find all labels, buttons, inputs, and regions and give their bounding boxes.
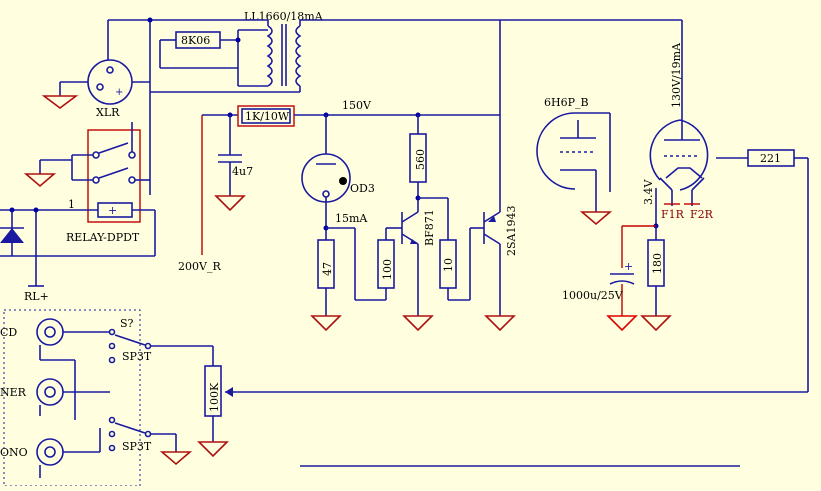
- resistor-100-label: 100: [381, 259, 394, 280]
- voltage-150v: 150V: [342, 99, 372, 112]
- switch-sp3t-label-1: SP3T: [122, 350, 152, 363]
- input-jack-tuner: NER: [0, 378, 64, 406]
- 2sa1943-label: 2SA1943: [505, 206, 518, 256]
- ground-symbol: [41, 95, 79, 109]
- resistor-221-label: 221: [760, 152, 781, 165]
- pot-label: 100K: [208, 382, 221, 412]
- ground-symbol: [159, 451, 193, 466]
- ground-symbol: [23, 173, 57, 188]
- diode: [0, 210, 24, 256]
- resistor-8k06-label: 8K06: [181, 34, 210, 47]
- f1r-label: F1R: [661, 208, 685, 221]
- voltage-200v-label: 200V_R: [178, 260, 221, 273]
- ground-symbol: [484, 315, 516, 332]
- output-tube: [649, 20, 709, 191]
- resistor-1k-label: 1K/10W: [245, 110, 290, 123]
- ground-symbol: [606, 315, 638, 332]
- ground-symbol: [640, 315, 672, 332]
- ground-symbol: [214, 195, 246, 212]
- f2r-label: F2R: [690, 208, 714, 221]
- bf871-label: BF871: [423, 209, 436, 246]
- voltage-130v-label: 130V/19mA: [670, 42, 683, 108]
- xlr-connector: + XLR: [87, 59, 133, 119]
- relay-box: [87, 129, 141, 223]
- resistor-180-label: 180: [651, 253, 664, 274]
- input-tuner-label: NER: [0, 386, 27, 399]
- switch-sp3t-label-2: SP3T: [122, 440, 152, 453]
- resistor-560-label: 560: [414, 149, 427, 170]
- 2sa1943-transistor: 2SA1943: [483, 206, 518, 256]
- transformer: LL1660/18mA: [244, 10, 324, 87]
- input-jack-phono: ONO: [0, 438, 64, 466]
- resistor-47-label: 47: [321, 262, 334, 276]
- relay-label: RELAY-DPDT: [66, 231, 140, 244]
- transformer-label: LL1660/18mA: [244, 10, 324, 23]
- rl-plus-label: RL+: [24, 290, 49, 303]
- ground-symbol: [310, 315, 342, 332]
- current-15ma: 15mA: [335, 212, 368, 225]
- ground-symbol: [402, 315, 434, 332]
- svg-text:+: +: [108, 204, 117, 217]
- resistor-10-label: 10: [442, 258, 455, 272]
- input-jack-cd: CD: [0, 318, 64, 346]
- tube-6h6p-label: 6H6P_B: [544, 96, 589, 109]
- od3-tube: OD3: [301, 115, 375, 240]
- switch-s-label: S?: [120, 317, 134, 330]
- cap-1000u-label: 1000u/25V: [562, 289, 624, 302]
- svg-text:+: +: [115, 87, 123, 98]
- input-cd-label: CD: [0, 326, 17, 339]
- ground-symbol: [197, 441, 229, 458]
- xlr-label: XLR: [96, 106, 120, 119]
- ground-symbol: [579, 211, 613, 226]
- resistor-1k-10w: [237, 105, 295, 127]
- tube-6h6p-b: [536, 112, 611, 200]
- input-phono-label: ONO: [0, 446, 28, 459]
- bf871-transistor: BF871: [401, 209, 436, 246]
- cap-plus-label: +: [624, 260, 633, 273]
- relay-pin-label: 1: [68, 198, 75, 211]
- cap-4u7-label: 4u7: [232, 165, 253, 178]
- voltage-3v4-label: 3.4V: [642, 179, 655, 205]
- od3-label: OD3: [350, 182, 375, 195]
